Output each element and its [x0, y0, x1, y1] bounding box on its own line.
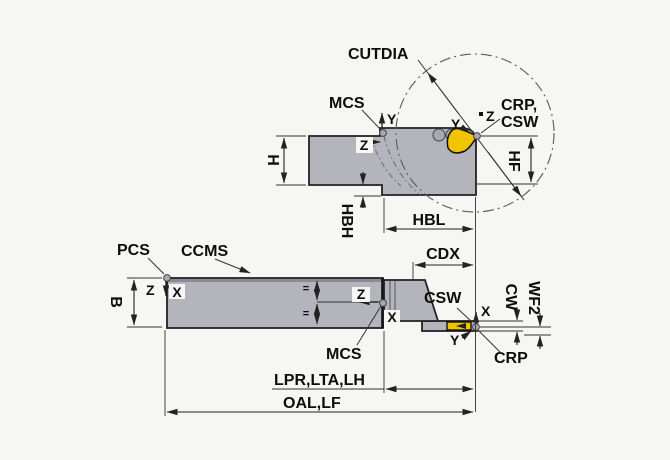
ccms-leader: [214, 258, 251, 274]
hbl-dim-label: HBL: [413, 212, 446, 229]
crp-point-top: [473, 132, 481, 140]
cutdia-arrow-upper: [427, 72, 459, 114]
equal-mark-bottom: =: [303, 308, 309, 320]
ccms-label: CCMS: [181, 243, 228, 260]
mcs-label-top: MCS: [329, 95, 365, 112]
side-view: PCS CCMS B Z X = = Z X MCS CDX CSW X Y C…: [107, 197, 551, 416]
mcs-x-label-side: X: [387, 309, 397, 325]
cw-dim-label: CW: [502, 284, 519, 312]
tip-y-arrow: [459, 124, 471, 134]
mcs-z-chip: [356, 137, 373, 153]
top-view: CUTDIA MCS Y Z Y Z CRP, CSW H HF HBH HBL: [264, 46, 555, 239]
crp-leader-side: [477, 329, 501, 353]
wf2-dim-label: WF2: [525, 281, 542, 315]
hidden-pocket-line-2: [383, 135, 421, 196]
crp-csw-leader: [480, 118, 501, 134]
shank-side-view: [166, 277, 384, 329]
mcs-leader: [361, 109, 381, 130]
tip-y-label: Y: [451, 116, 461, 132]
mcs-y-label: Y: [387, 111, 397, 127]
csw-label-side: CSW: [424, 290, 462, 307]
mcs-x-chip-side: [384, 310, 400, 325]
equal-mark-top: =: [303, 283, 309, 295]
hbh-dim-label: HBH: [338, 204, 355, 239]
csw-leader-side: [456, 307, 473, 323]
pcs-point: [163, 274, 171, 282]
insert-clamp-mark: [456, 323, 466, 329]
mcs-z-label: Z: [360, 137, 369, 153]
mcs-z-label-side: Z: [357, 286, 366, 302]
b-dim-label: B: [107, 296, 124, 308]
crp-csw-label-line1: CRP,: [501, 97, 537, 114]
mcs-label-side: MCS: [326, 346, 362, 363]
pcs-z-label: Z: [146, 282, 155, 298]
hf-dim-label: HF: [505, 150, 522, 172]
mcs-z-chip-side: [352, 287, 370, 302]
insert-top-view: [446, 127, 479, 154]
pcs-leader: [147, 257, 165, 275]
pcs-label: PCS: [117, 242, 150, 259]
cutting-diameter-circle: [395, 53, 555, 213]
mcs-leader-side: [356, 305, 382, 346]
oal-dim-label: OAL,LF: [283, 395, 341, 412]
clamp-screw-icon: [432, 128, 446, 142]
tip-x-label-side: X: [481, 303, 491, 319]
crp-csw-label-line2: CSW: [501, 114, 539, 131]
cdx-dim-label: CDX: [426, 246, 460, 263]
tip-z-label: Z: [486, 108, 495, 124]
pcs-x-chip: [169, 284, 185, 299]
crp-label-side: CRP: [494, 350, 528, 367]
pcs-x-label: X: [172, 284, 182, 300]
cutdia-arrow-lower: [487, 151, 522, 197]
crp-point-side: [472, 323, 480, 331]
tip-z-dot: [479, 112, 483, 116]
tip-y-arrow-side: [460, 330, 472, 340]
cutdia-label: CUTDIA: [348, 46, 409, 63]
tip-y-label-side: Y: [450, 332, 460, 348]
mcs-point-top: [379, 129, 387, 137]
lpr-dim-label: LPR,LTA,LH: [274, 372, 365, 389]
h-dim-label: H: [264, 154, 281, 166]
mcs-point-side: [379, 299, 387, 307]
